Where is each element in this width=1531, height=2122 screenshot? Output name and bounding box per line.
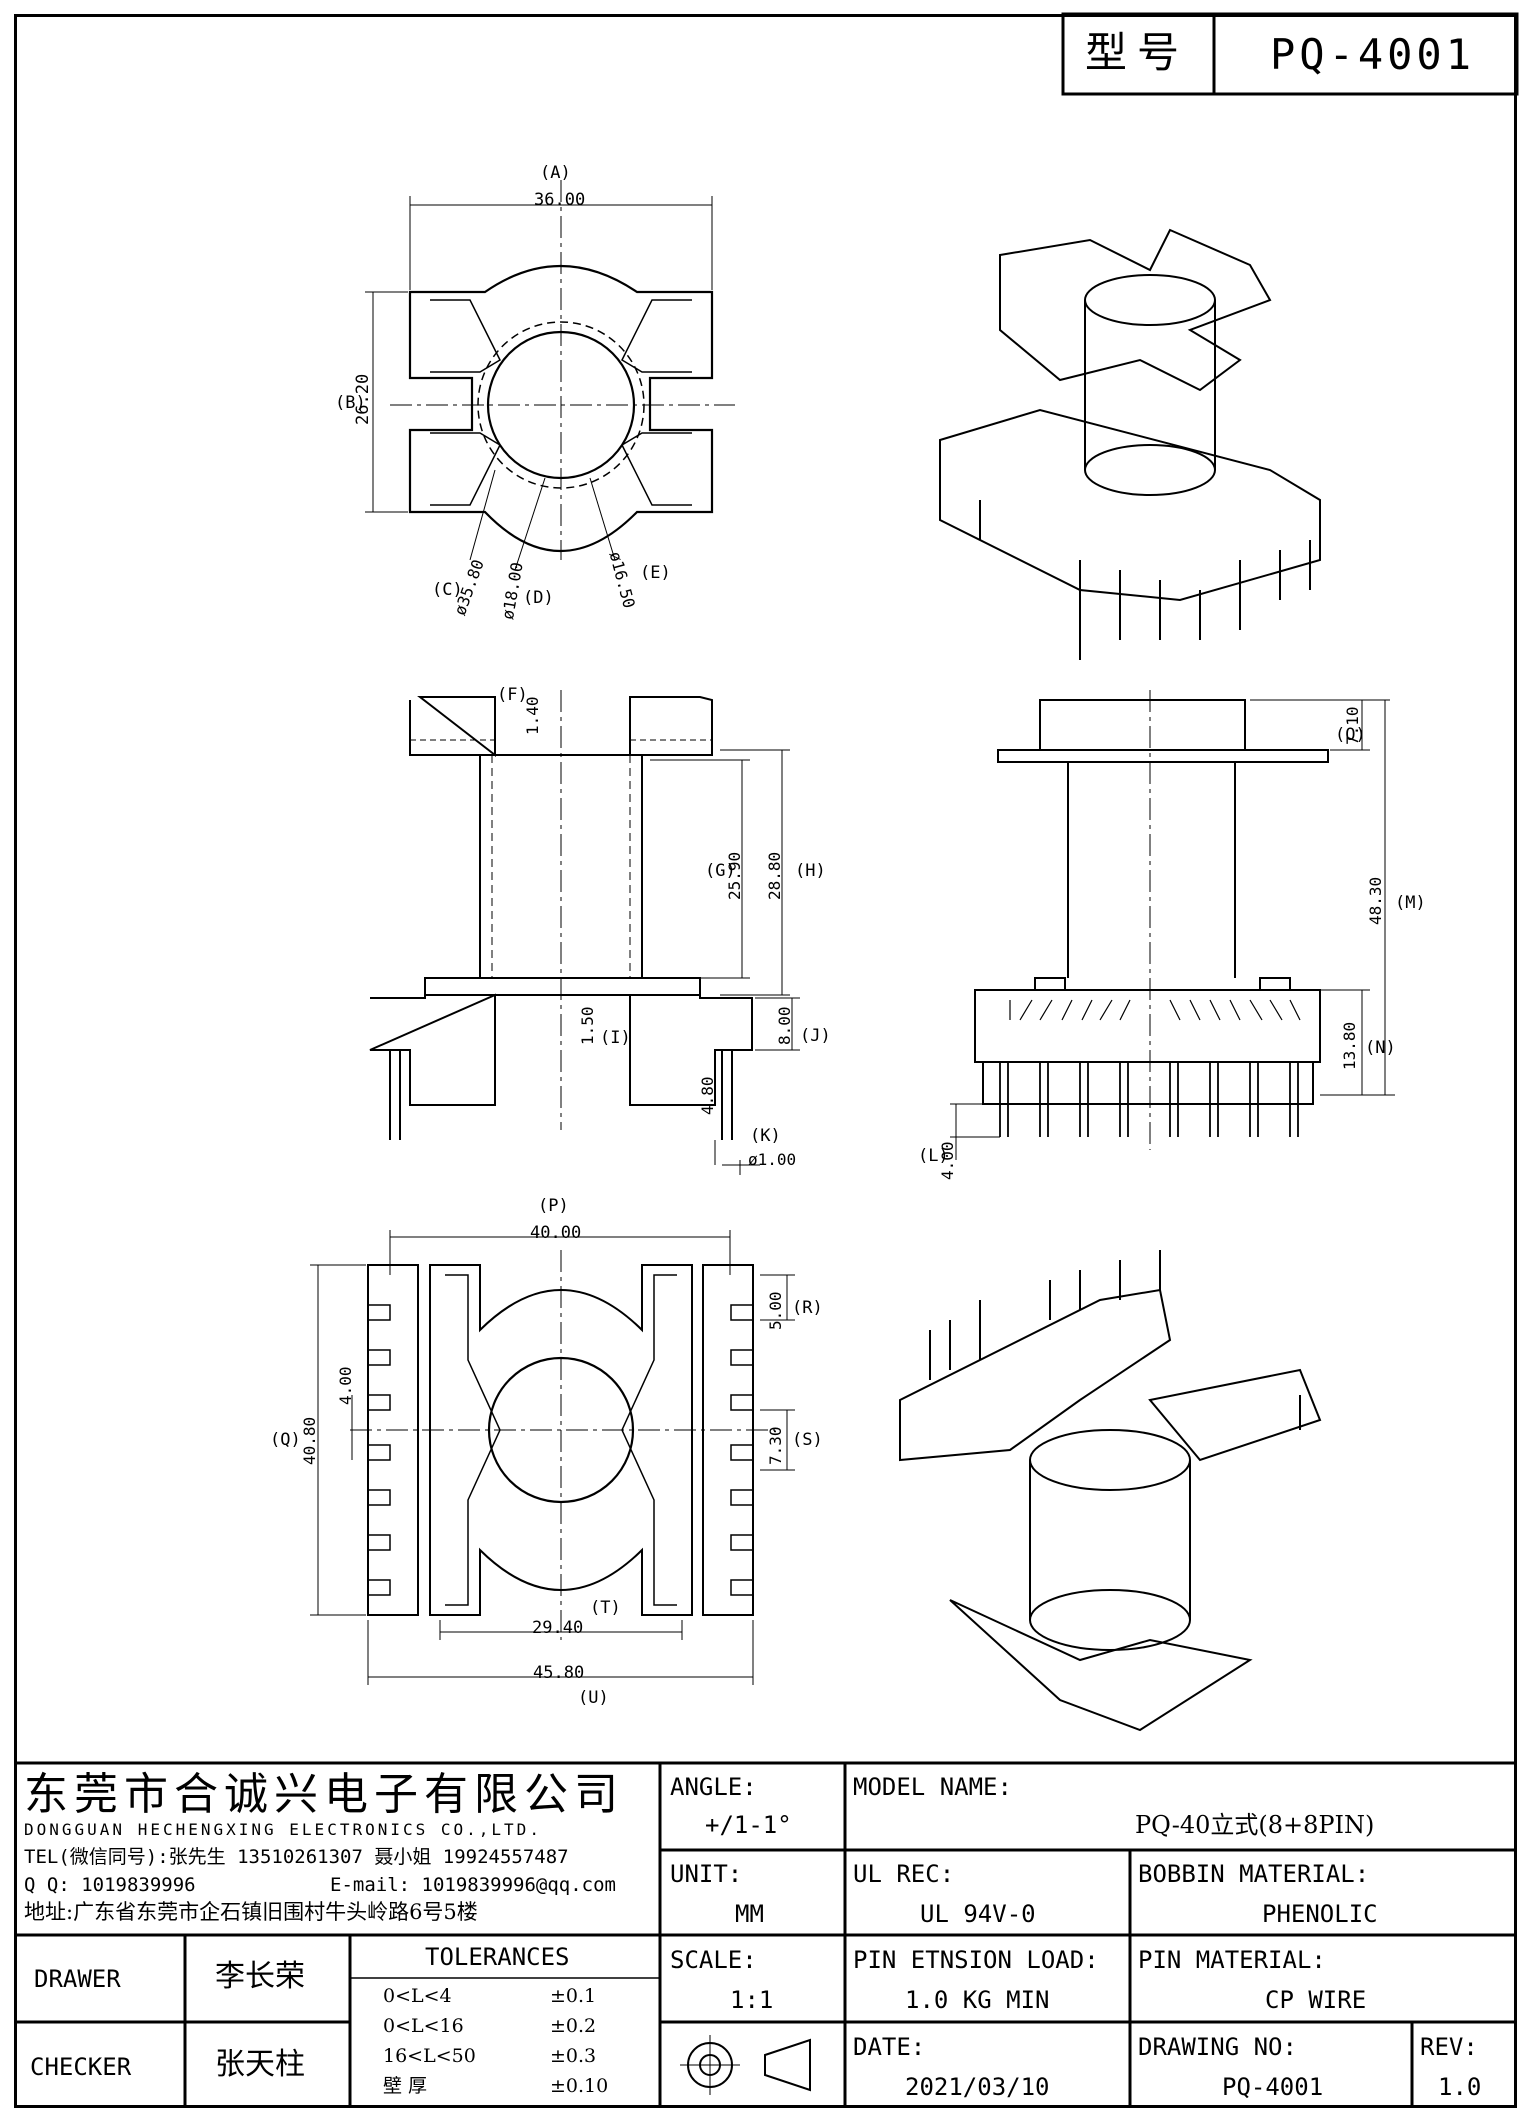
drawing-sheet [14, 14, 1517, 2108]
drawer-name: 李长荣 [215, 1959, 305, 1994]
tolerance-value-3: ±0.3 [550, 2045, 597, 2067]
dim-tag-q: (Q) [270, 1430, 301, 1450]
dim-g: 25.90 [725, 851, 744, 900]
bobbin-material-label: BOBBIN MATERIAL: [1138, 1860, 1370, 1888]
dim-tag-s: (S) [792, 1430, 823, 1450]
bobbin-material-value: PHENOLIC [1262, 1900, 1378, 1928]
dim-p: 40.00 [530, 1223, 582, 1243]
dim-tag-h: (H) [795, 861, 826, 881]
dim-tag-k: (K) [750, 1126, 781, 1146]
dim-tag-i: (I) [600, 1028, 631, 1048]
dim-i: 1.50 [578, 1006, 597, 1045]
dim-tag-b: (B) [335, 393, 366, 413]
dim-h: 28.80 [765, 851, 784, 900]
dim-q2: 4.00 [336, 1366, 355, 1405]
dim-b: 26.20 [353, 373, 373, 425]
dim-a: 36.00 [534, 190, 586, 210]
isometric-view-bottom [899, 1250, 1322, 1732]
scale-value: 1:1 [730, 1986, 774, 2014]
date-label: DATE: [853, 2033, 926, 2061]
dim-r: 5.00 [766, 1291, 785, 1330]
dim-tag-g: (G) [705, 861, 736, 881]
dim-tag-m: (M) [1395, 893, 1426, 913]
dim-j: 8.00 [775, 1006, 794, 1045]
tolerance-range-1: 0<L<4 [383, 1985, 452, 2007]
company-qq: Q Q: 1019839996 [24, 1874, 196, 1896]
pin-material-label: PIN MATERIAL: [1138, 1946, 1326, 1974]
date-value: 2021/03/10 [905, 2073, 1050, 2101]
dim-k2: 4.80 [698, 1076, 717, 1115]
angle-value: +/1-1° [705, 1811, 792, 1839]
isometric-view-top [939, 228, 1321, 660]
unit-label: UNIT: [670, 1860, 743, 1888]
ul-label: UL REC: [853, 1860, 955, 1888]
company-email: E-mail: 1019839996@qq.com [330, 1874, 616, 1896]
header-type-label: 型号 [1085, 28, 1190, 77]
angle-label: ANGLE: [670, 1773, 757, 1801]
pin-load-value: 1.0 KG MIN [905, 1986, 1050, 2014]
company-address: 地址:广东省东莞市企石镇旧围村牛头岭路6号5楼 [24, 1900, 478, 1924]
pin-load-label: PIN ETNSION LOAD: [853, 1946, 1099, 1974]
tolerance-range-4: 壁 厚 [383, 2075, 428, 2097]
rev-value: 1.0 [1438, 2073, 1482, 2101]
checker-name: 张天柱 [215, 2047, 305, 2082]
header-box [1061, 12, 1519, 96]
front-view [369, 690, 800, 1175]
side-view [950, 690, 1395, 1160]
dim-tag-l: (L) [918, 1146, 949, 1166]
dim-tag-u: (U) [578, 1688, 609, 1708]
dim-tag-e: (E) [640, 563, 671, 583]
dim-tag-d: (D) [523, 588, 554, 608]
unit-value: MM [735, 1900, 764, 1928]
dim-tag-f: (F) [497, 685, 528, 705]
dim-s: 7.30 [766, 1426, 785, 1465]
dim-tag-r: (R) [792, 1298, 823, 1318]
dim-tag-o: (O) [1335, 725, 1366, 745]
drawing-no-label: DRAWING NO: [1138, 2033, 1297, 2061]
ul-value: UL 94V-0 [920, 1900, 1036, 1928]
tolerance-value-4: ±0.10 [550, 2075, 609, 2097]
tolerances-label: TOLERANCES [425, 1943, 570, 1971]
checker-label: CHECKER [30, 2053, 132, 2081]
tolerance-range-3: 16<L<50 [383, 2045, 476, 2067]
dim-u: 45.80 [533, 1663, 585, 1683]
dim-k: ø1.00 [748, 1150, 797, 1169]
tolerance-value-2: ±0.2 [550, 2015, 597, 2037]
dim-t: 29.40 [532, 1618, 584, 1638]
company-name-cn: 东莞市合诚兴电子有限公司 [24, 1769, 624, 1820]
model-name-label: MODEL NAME: [853, 1773, 1012, 1801]
projection-symbol [680, 2035, 811, 2095]
dim-tag-t: (T) [590, 1598, 621, 1618]
top-view [365, 180, 735, 571]
dim-o: 7.10 [1343, 706, 1362, 745]
model-name-value: PQ-40立式(8+8PIN) [1135, 1811, 1375, 1839]
title-block-grid [14, 1761, 1517, 2108]
dim-f: 1.40 [523, 696, 542, 735]
dim-tag-a: (A) [540, 163, 571, 183]
dim-tag-c: (C) [432, 580, 463, 600]
drawing-no-value: PQ-4001 [1222, 2073, 1324, 2101]
dim-tag-j: (J) [800, 1026, 831, 1046]
company-name-en: DONGGUAN HECHENGXING ELECTRONICS CO.,LTD… [24, 1820, 542, 1839]
dim-n: 13.80 [1340, 1021, 1359, 1070]
header-model: PQ-4001 [1270, 30, 1476, 79]
company-tel: TEL(微信同号):张先生 13510261307 聂小姐 1992455748… [24, 1846, 569, 1868]
tolerance-range-2: 0<L<16 [383, 2015, 464, 2037]
dim-tag-p: (P) [538, 1196, 569, 1216]
drawer-label: DRAWER [34, 1965, 121, 1993]
rev-label: REV: [1420, 2033, 1478, 2061]
dim-l: 4.00 [938, 1141, 957, 1180]
dim-m: 48.30 [1366, 876, 1385, 925]
pin-material-value: CP WIRE [1265, 1986, 1367, 2014]
dim-tag-n: (N) [1365, 1038, 1396, 1058]
tolerance-value-1: ±0.1 [550, 1985, 597, 2007]
scale-label: SCALE: [670, 1946, 757, 1974]
dim-q: 40.80 [300, 1416, 319, 1465]
bottom-view [310, 1230, 795, 1685]
